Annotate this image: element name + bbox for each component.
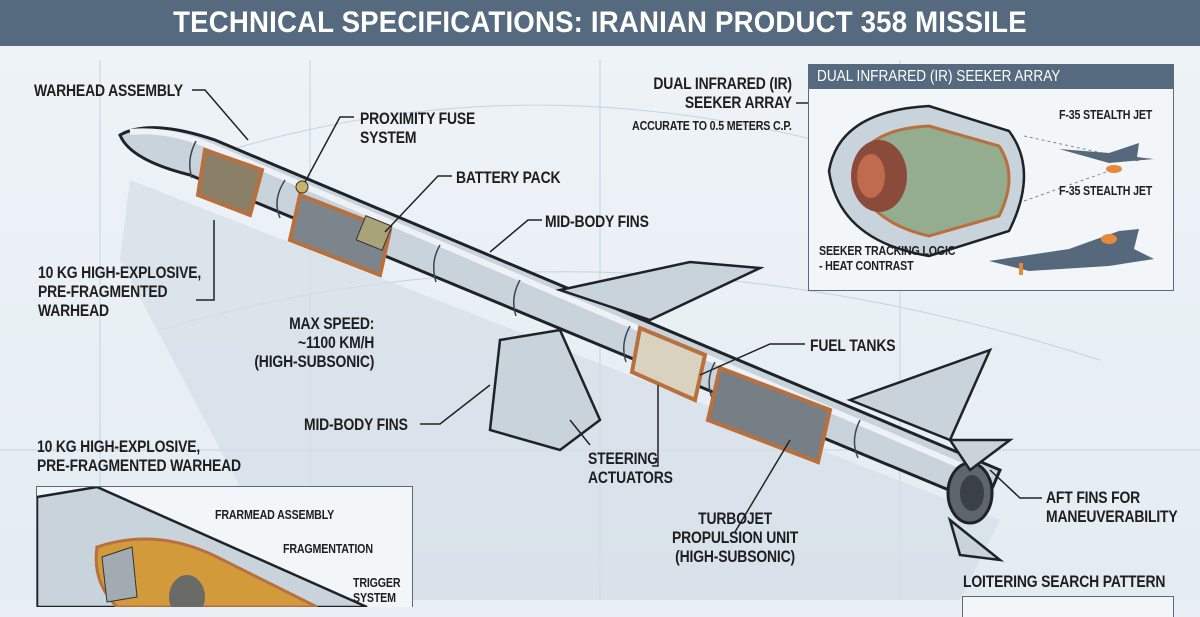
label-line: MANEUVERABILITY: [1046, 507, 1178, 526]
label-aft-fins: AFT FINS FOR MANEUVERABILITY: [1046, 488, 1178, 526]
label-fuel-tanks: FUEL TANKS: [810, 336, 896, 355]
loiter-panel: [962, 596, 1174, 617]
label-line: 10 KG HIGH-EXPLOSIVE,: [38, 263, 202, 282]
label-line: MAX SPEED:: [288, 314, 374, 333]
label-proximity-fuse: PROXIMITY FUSE SYSTEM: [360, 109, 475, 147]
label-line: SYSTEM: [360, 128, 417, 147]
missile-body: [118, 126, 1002, 525]
warhead-panel-title: 10 KG HIGH-EXPLOSIVE, PRE-FRAGMENTED WAR…: [37, 437, 241, 475]
warhead-cutaway-illustration: [37, 487, 368, 607]
label-line: TRIGGER: [353, 575, 401, 590]
label-line: PROPULSION UNIT: [672, 528, 799, 547]
label-line: STEERING: [588, 449, 658, 468]
page-title: TECHNICAL SPECIFICATIONS: IRANIAN PRODUC…: [173, 6, 1027, 39]
seeker-panel-title: DUAL INFRARED (IR) SEEKER ARRAY: [809, 65, 1173, 89]
label-seeker-array: DUAL INFRARED (IR) SEEKER ARRAY: [653, 74, 792, 112]
title-banner: TECHNICAL SPECIFICATIONS: IRANIAN PRODUC…: [0, 0, 1200, 46]
label-seeker-logic: SEEKER TRACKING LOGIC - HEAT CONTRAST: [819, 243, 956, 273]
label-line: PRE-FRAGMENTED WARHEAD: [37, 456, 241, 475]
label-line: - HEAT CONTRAST: [819, 258, 914, 273]
label-line: (HIGH-SUBSONIC): [254, 352, 374, 371]
seeker-panel: DUAL INFRARED (IR) SEEKER ARRAY F-35 STE…: [808, 64, 1174, 291]
label-line: ACTUATORS: [588, 468, 673, 487]
label-line: TURBOJET: [698, 509, 772, 528]
label-battery-pack: BATTERY PACK: [456, 168, 561, 187]
label-steering-actuators: STEERING ACTUATORS: [588, 449, 673, 487]
label-frarmead-assembly: FRARMEAD ASSEMBLY: [215, 507, 335, 522]
label-line: PROXIMITY FUSE: [360, 109, 476, 128]
label-line: WARHEAD: [38, 301, 109, 320]
label-turbojet: TURBOJET PROPULSION UNIT (HIGH-SUBSONIC): [672, 509, 798, 566]
label-line: PRE-FRAGMENTED: [38, 282, 168, 301]
loiter-panel-title: LOITERING SEARCH PATTERN: [963, 572, 1166, 591]
label-warhead-assembly: WARHEAD ASSEMBLY: [34, 81, 183, 100]
label-warhead-explosive: 10 KG HIGH-EXPLOSIVE, PRE-FRAGMENTED WAR…: [38, 263, 201, 320]
label-mid-body-fins-lower: MID-BODY FINS: [304, 415, 408, 434]
label-jet-2: F-35 STEALTH JET: [1059, 183, 1153, 198]
label-line: DUAL INFRARED (IR): [653, 74, 792, 93]
label-line: SYSTEM: [353, 590, 396, 605]
label-max-speed: MAX SPEED: ~1100 KM/H (HIGH-SUBSONIC): [254, 314, 374, 371]
warhead-panel: FRARMEAD ASSEMBLY FRAGMENTATION TRIGGER …: [36, 486, 413, 607]
label-fragmentation: FRAGMENTATION: [283, 541, 373, 556]
label-seeker-accuracy: ACCURATE TO 0.5 METERS C.P.: [632, 118, 792, 133]
label-mid-body-fins-top: MID-BODY FINS: [545, 212, 649, 231]
seeker-illustration: [827, 104, 1154, 275]
label-line: SEEKER ARRAY: [684, 93, 792, 112]
label-line: ~1100 KM/H: [297, 333, 374, 352]
label-line: 10 KG HIGH-EXPLOSIVE,: [37, 437, 201, 456]
label-trigger-system: TRIGGER SYSTEM: [353, 575, 401, 605]
fins: [488, 260, 1014, 562]
label-line: AFT FINS FOR: [1046, 488, 1141, 507]
label-line: SEEKER TRACKING LOGIC: [819, 243, 956, 258]
label-jet-1: F-35 STEALTH JET: [1059, 107, 1153, 122]
label-line: (HIGH-SUBSONIC): [675, 547, 795, 566]
diagram-canvas: WARHEAD ASSEMBLY PROXIMITY FUSE SYSTEM B…: [0, 46, 1200, 617]
